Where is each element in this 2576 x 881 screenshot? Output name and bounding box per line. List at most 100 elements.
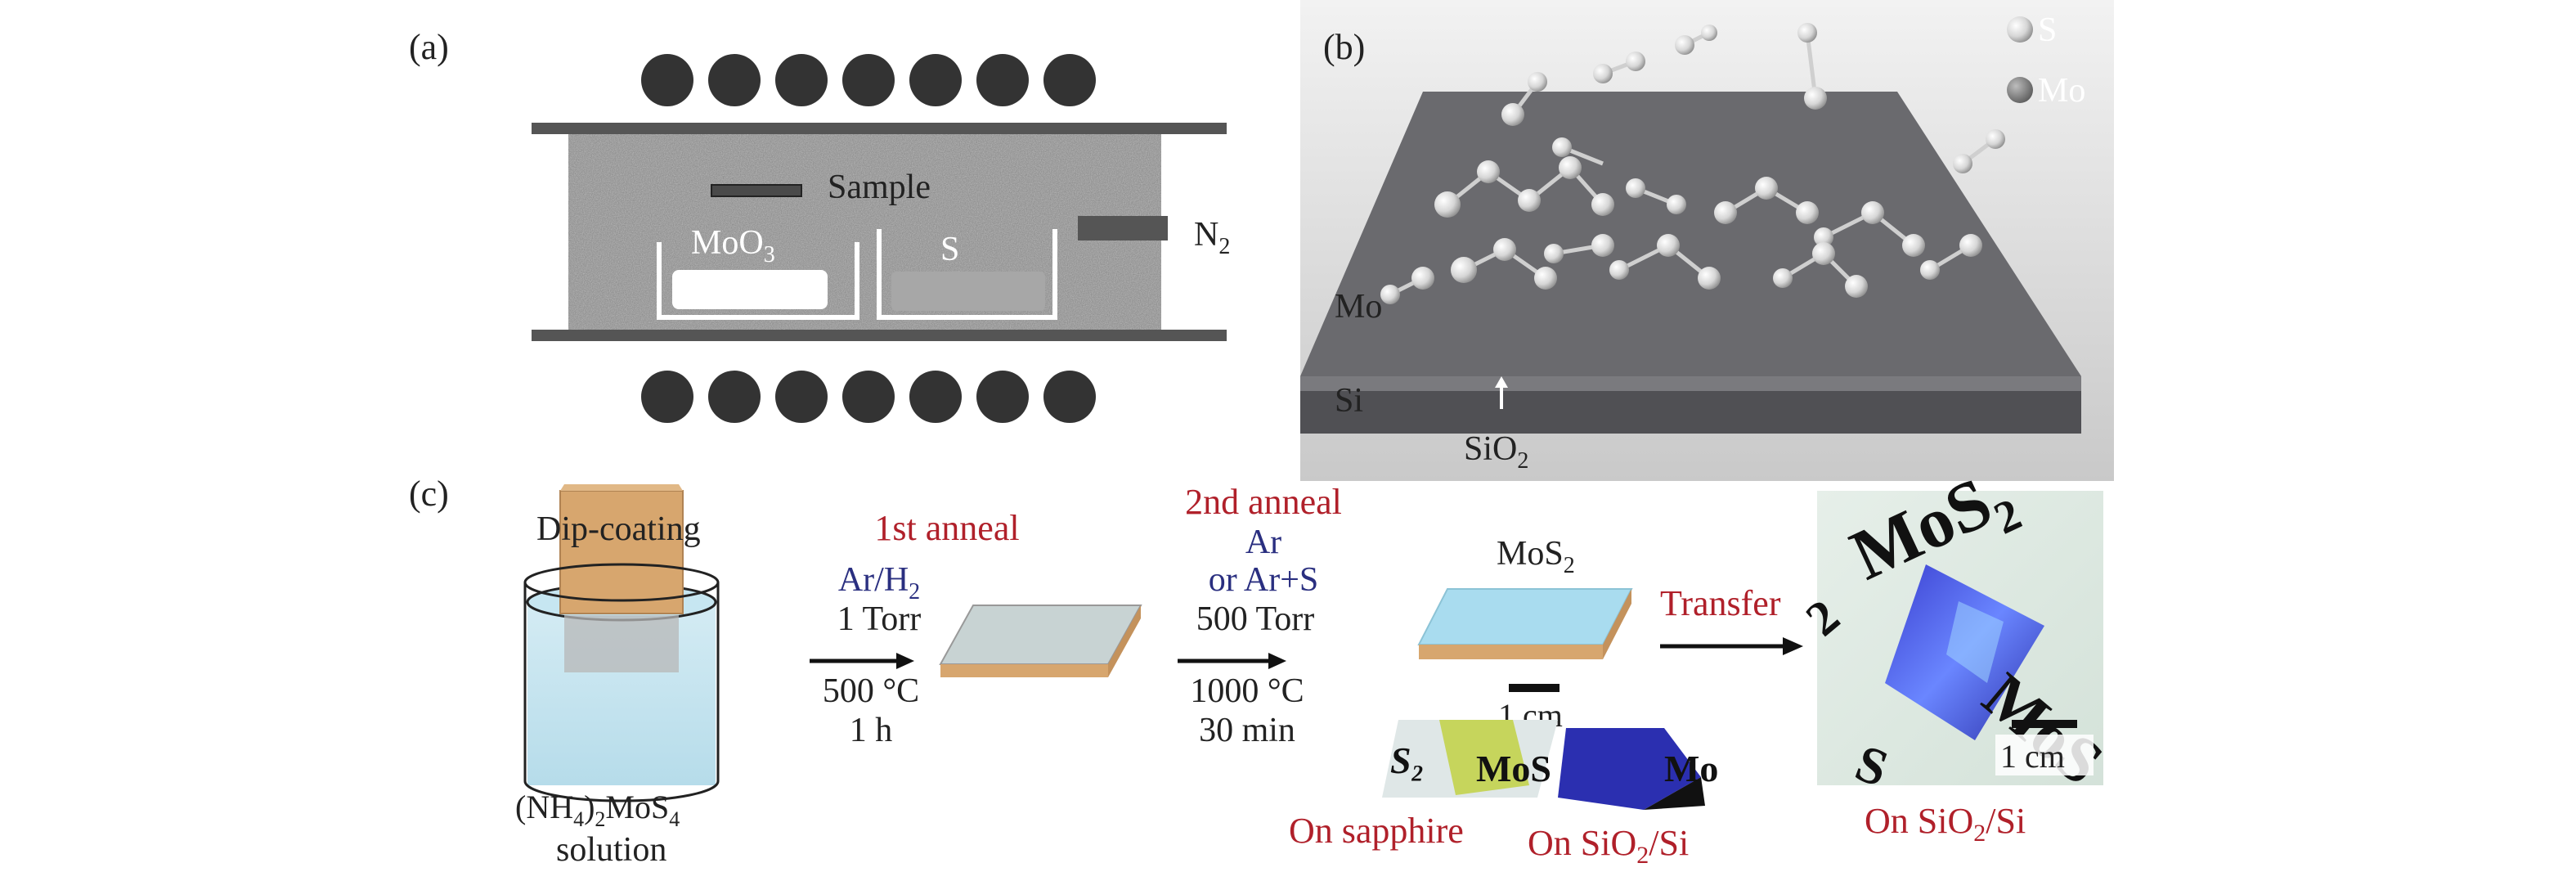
s-atom (1477, 160, 1500, 183)
gas-inlet-arrow (1078, 216, 1168, 240)
s-atom (1714, 201, 1737, 224)
s-atom (1591, 234, 1614, 257)
s-atom (1451, 257, 1477, 283)
mo-atom-legend-icon (2007, 77, 2033, 103)
beaker-wall (523, 582, 720, 802)
heater-coil (641, 54, 693, 106)
heater-coil (708, 371, 761, 423)
anneal2-arrow (1178, 653, 1286, 669)
mos2-label: MoS2 (1497, 535, 1575, 578)
s-atom (1701, 25, 1717, 41)
substrate-slab (1300, 92, 2081, 434)
scale-bar-2-label: 1 cm (2000, 738, 2065, 775)
mos2-side-face (1603, 589, 1631, 659)
mo-layer-top (1300, 92, 2081, 376)
s-atom (1773, 268, 1793, 288)
s-atom (1559, 156, 1582, 179)
s-atom (1845, 275, 1868, 298)
bottom-heater-row (641, 371, 1096, 423)
anneal1-gas: Ar/H2 (838, 561, 920, 605)
s-atom (1902, 234, 1925, 257)
s-atom (1593, 64, 1613, 83)
legend-s-label: S (2038, 11, 2057, 49)
dip-coating-label: Dip-coating (536, 510, 701, 548)
moo3-label: MoO3 (691, 224, 775, 267)
heater-coil (909, 371, 962, 423)
dip-coating-beaker (523, 484, 720, 802)
heater-coil (842, 54, 895, 106)
solution-label: solution (556, 831, 666, 869)
panel-a-label: (a) (409, 27, 449, 67)
s-atom (1591, 193, 1614, 216)
s-atom (1920, 260, 1940, 280)
s-atom (1814, 227, 1833, 247)
s-atom (1518, 189, 1541, 212)
si-layer-edge (1300, 391, 2081, 434)
heater-coil (909, 54, 962, 106)
s-atom (1698, 267, 1721, 290)
substrate-front-face (940, 664, 1108, 677)
anneal1-arrow (810, 653, 914, 669)
panel-b: (b) S Mo (1300, 0, 2114, 481)
transferred-photo: MoS2 MoS 2 S 1 cm (1796, 463, 2116, 799)
top-heater-row (641, 54, 1096, 106)
s-atom (1796, 201, 1819, 224)
sio2-photo-text: Mo (1664, 748, 1718, 789)
legend: S Mo (2007, 11, 2085, 110)
panel-c: (c) Dip-coating (NH4)2MoS4 solution 1st … (409, 463, 2116, 869)
s-atom (1953, 154, 1972, 173)
heater-coil (976, 371, 1029, 423)
sio2-layer-label: SiO2 (1464, 430, 1528, 474)
panel-a: (a) Sample MoO3 S N2 (409, 27, 1230, 423)
s-atom (1434, 191, 1461, 218)
anneal2-temperature: 1000 °C (1190, 672, 1304, 710)
s-atom (1667, 195, 1686, 214)
s-source-label: S (940, 231, 959, 268)
on-sapphire-label: On sapphire (1289, 811, 1464, 851)
furnace-tube (532, 123, 1227, 341)
anneal2-title: 2nd anneal (1185, 482, 1342, 522)
s-atom (1657, 234, 1680, 257)
sio2-layer-edge (1300, 376, 2081, 391)
moo3-powder (672, 270, 828, 309)
on-sio2-label: On SiO2/Si (1528, 823, 1689, 869)
dip-substrate-submerged (564, 615, 679, 672)
n2-label: N2 (1194, 216, 1230, 259)
anneal2-pressure: 500 Torr (1196, 600, 1314, 638)
sio2-wafer-edge (1644, 777, 1705, 810)
heater-coil (775, 54, 828, 106)
sio2-pointer-arrow (1495, 376, 1508, 409)
heater-coil (976, 54, 1029, 106)
s-atom (1411, 267, 1434, 290)
sample-label: Sample (828, 169, 931, 206)
legend-mo-label: Mo (2038, 72, 2085, 110)
panel-b-label: (b) (1323, 27, 1365, 67)
s-atom (1861, 201, 1884, 224)
anneal1-pressure: 1 Torr (837, 600, 921, 638)
heater-coil (842, 371, 895, 423)
anneal2-time: 30 min (1199, 712, 1295, 749)
anneal2-gas-ar: Ar (1245, 524, 1281, 561)
mos2-top-face (1417, 588, 1633, 645)
s-atom (1609, 260, 1629, 280)
si-layer-label: Si (1335, 382, 1363, 420)
on-sio2-final-label: On SiO2/Si (1865, 801, 2026, 847)
s-atom (1501, 103, 1524, 126)
s-atom (1544, 244, 1564, 263)
dip-substrate (559, 490, 684, 614)
s-atom (1534, 267, 1557, 290)
s-atom (1528, 72, 1547, 92)
heater-coil (775, 371, 828, 423)
dip-substrate-top (560, 484, 683, 491)
s-atom (1986, 129, 2005, 149)
mos2-front-face (1419, 645, 1603, 659)
scale-bar-1 (1509, 684, 1560, 692)
atoms (1380, 23, 2005, 304)
flake-highlight (1946, 601, 2004, 683)
s-atom (1675, 35, 1694, 55)
s-boat (877, 229, 1057, 320)
solution-formula: (NH4)2MoS4 (515, 789, 680, 831)
s-atom (1812, 242, 1835, 265)
mos2-substrate (1417, 588, 1633, 659)
